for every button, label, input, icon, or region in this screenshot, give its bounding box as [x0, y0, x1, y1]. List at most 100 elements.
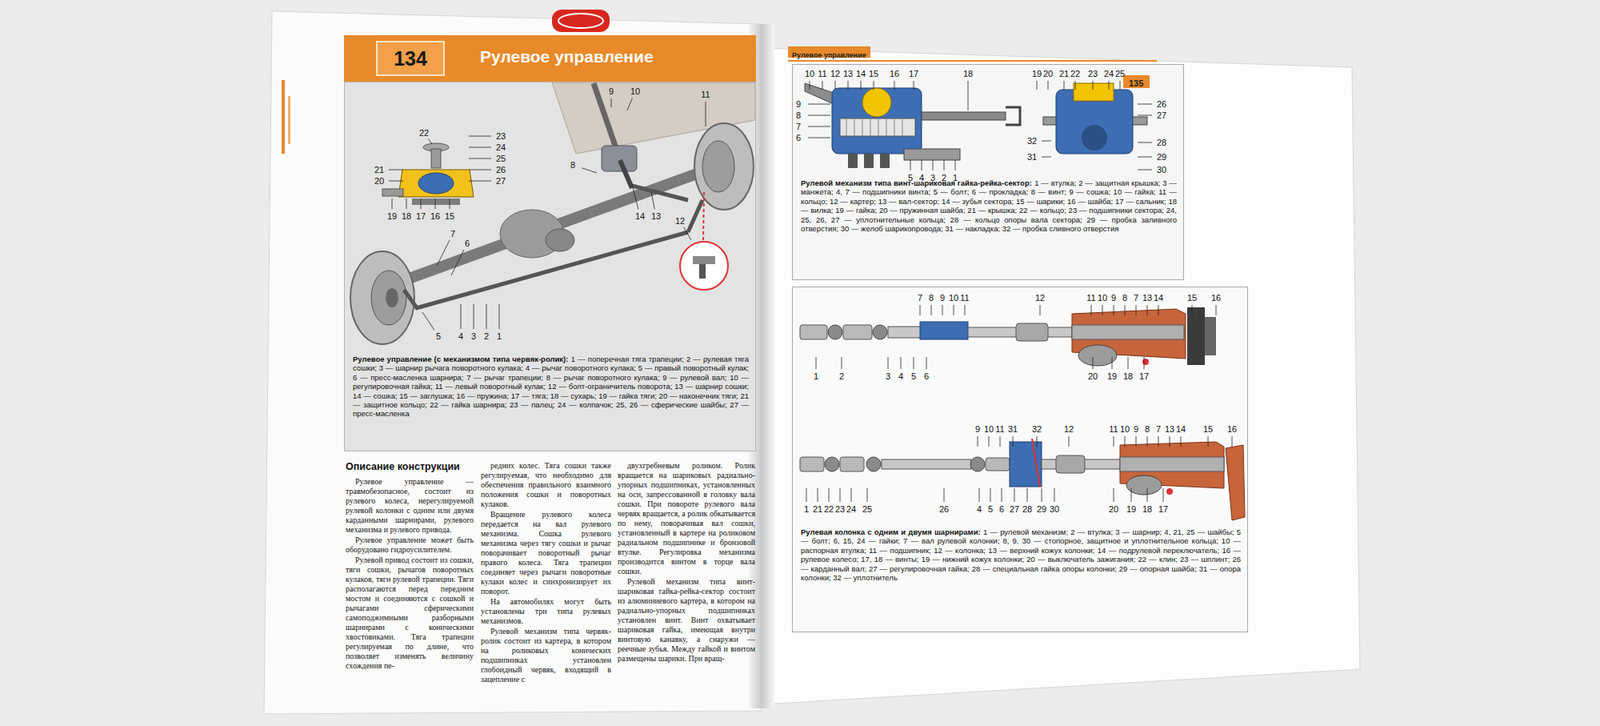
callout-number: 19: [387, 212, 397, 221]
callout-number: 25: [496, 154, 506, 164]
leader-line: [468, 169, 492, 171]
leader-line: [913, 356, 915, 369]
leader-line: [1158, 304, 1160, 316]
running-header-text-block: Рулевое управление: [788, 49, 871, 61]
callout-number: 7: [1133, 293, 1139, 303]
running-header: Рулевое управление: [788, 46, 871, 58]
leader-line: [955, 160, 956, 171]
leader-line: [1147, 304, 1148, 316]
page-number-box: 135: [1123, 75, 1150, 88]
callout-number: 14: [1153, 293, 1164, 303]
callout-number: 7: [917, 293, 923, 303]
callout-number: 4: [976, 504, 982, 514]
illustration-part: [692, 256, 716, 264]
leader-line: [944, 488, 945, 502]
illustration-part: [792, 286, 1248, 632]
leader-line: [1001, 488, 1003, 502]
leader-line: [1092, 356, 1094, 369]
leader-line: [921, 160, 923, 171]
leader-line: [964, 304, 966, 316]
leader-line: [1136, 436, 1137, 447]
callout-number: 7: [450, 229, 456, 239]
illustration-part: [1032, 438, 1040, 487]
leader-line: [1144, 356, 1145, 369]
illustration-part: [1005, 107, 1020, 125]
leader-line: [873, 80, 875, 90]
leader-line: [835, 80, 836, 90]
leader-line: [809, 80, 811, 90]
illustration-part: [699, 264, 706, 279]
leader-line: [1092, 80, 1094, 90]
leader-line: [436, 240, 450, 266]
leader-line: [808, 104, 831, 105]
callout-number: 30: [1049, 504, 1060, 514]
callout-number: 14: [635, 212, 645, 221]
leader-line: [851, 488, 852, 502]
leader-line: [840, 488, 841, 502]
callout-number: 13: [1164, 424, 1175, 434]
leader-line: [1147, 488, 1148, 502]
leader-line: [1147, 436, 1148, 447]
leader-line: [913, 80, 915, 90]
leader-line: [428, 138, 432, 144]
leader-line: [1048, 80, 1049, 90]
callout-number: 31: [1027, 152, 1037, 162]
leader-line: [816, 356, 817, 369]
callout-number: 12: [675, 216, 685, 226]
callout-number: 28: [1156, 138, 1167, 148]
callout-number: 21: [374, 165, 384, 175]
callout-number: 26: [496, 165, 506, 175]
illustration-part: [800, 324, 828, 340]
leader-line: [860, 80, 862, 90]
leader-line: [1137, 115, 1152, 116]
leader-line: [1128, 356, 1129, 369]
leader-line: [651, 192, 655, 209]
illustration-part: [828, 324, 843, 340]
leader-line: [468, 180, 492, 182]
leader-line: [435, 198, 436, 209]
leader-line: [1014, 488, 1016, 502]
leader-line: [449, 198, 451, 209]
leader-line: [1137, 156, 1152, 158]
leader-line: [1036, 80, 1038, 90]
leader-line: [1137, 104, 1152, 105]
illustration-part: [866, 456, 881, 472]
callout-number: 16: [1211, 293, 1221, 303]
page-number: 135: [1128, 78, 1144, 88]
leader-line: [848, 80, 849, 90]
callout-number: 21: [1059, 69, 1069, 79]
callout-number: 26: [939, 504, 949, 514]
leader-line: [1064, 80, 1065, 90]
leader-line: [1113, 488, 1115, 502]
header-band: 134Рулевое управление: [344, 35, 756, 82]
callout-number: 3: [885, 372, 891, 381]
leader-line: [1068, 436, 1070, 447]
callout-number: 19: [1032, 69, 1042, 79]
leader-line: [1216, 304, 1217, 316]
illustration-part: [1120, 456, 1224, 472]
callout-number: 16: [430, 212, 440, 221]
illustration-part: [1142, 358, 1149, 365]
leader-line: [1041, 488, 1043, 502]
leader-line: [828, 488, 830, 502]
bookmark-strip: [281, 80, 285, 154]
page-title: Рулевое управление: [480, 47, 654, 66]
illustration-part: [688, 200, 703, 232]
leader-line: [808, 115, 831, 116]
illustration-part: [1126, 475, 1162, 495]
steering-gear-illustration: [792, 64, 1184, 280]
publisher-logo: [552, 9, 610, 32]
caption-heading: Рулевой механизм типа винт-шариковая гай…: [800, 178, 1032, 188]
leader-line: [611, 98, 612, 108]
illustration-part: [350, 251, 415, 344]
leader-line: [1192, 304, 1193, 316]
leader-line: [388, 169, 404, 171]
leader-line: [1036, 436, 1038, 447]
illustration-part: [846, 118, 903, 136]
callout-number: 15: [868, 69, 879, 79]
illustration-part: [404, 289, 418, 309]
leader-line: [1027, 488, 1028, 502]
illustration-part: [1187, 307, 1205, 365]
callout-number: 6: [999, 504, 1004, 514]
